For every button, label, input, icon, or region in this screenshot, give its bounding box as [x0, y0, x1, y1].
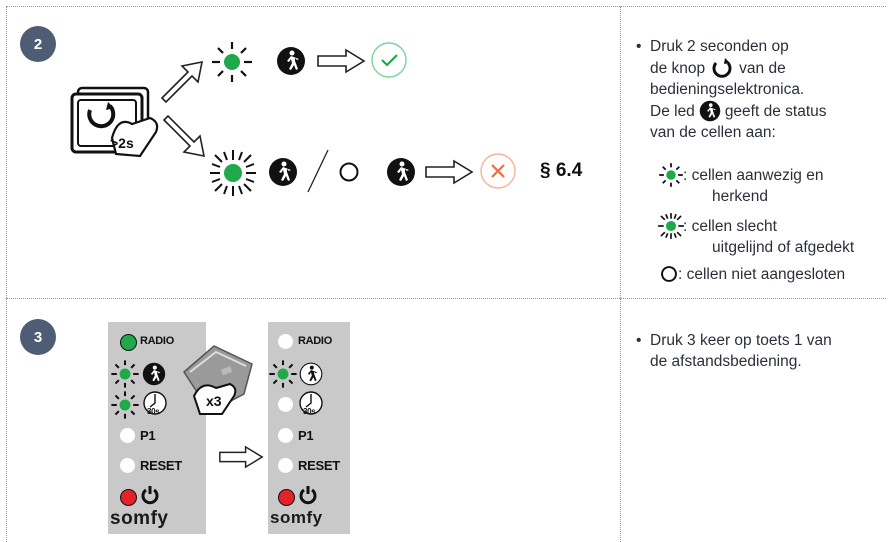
step-number-badge: 3 [20, 319, 56, 355]
step-divider [6, 298, 886, 299]
instruction-line: Druk 2 seconden op [650, 38, 789, 55]
step3-instruction: • Druk 3 keer op toets 1 van de afstands… [636, 330, 885, 372]
section-reference: § 6.4 [540, 160, 583, 181]
left-border [6, 6, 7, 542]
led-p1 [278, 428, 293, 443]
legend-line: : cellen niet aangesloten [678, 266, 846, 283]
pedestrian-icon [269, 158, 297, 186]
top-divider [6, 6, 886, 7]
pedestrian-icon [277, 47, 305, 75]
legend-text: : cellen niet aangesloten [678, 264, 845, 285]
label-p1: P1 [140, 428, 156, 443]
legend-line: : cellen slecht [683, 218, 777, 235]
pedestrian-icon [142, 362, 166, 386]
led-off-icon [339, 162, 359, 182]
remote-control-illustration [183, 345, 253, 415]
led-radio [120, 334, 137, 351]
timer-icon [143, 391, 167, 415]
power-icon [141, 486, 159, 505]
control-button-icon [712, 58, 732, 78]
arrow-right-icon [317, 48, 366, 74]
instruction-line: de knop van de [650, 57, 885, 79]
instruction-text: De led [650, 102, 695, 120]
label-reset: RESET [140, 458, 182, 473]
led-timer [278, 397, 293, 412]
led-radio [278, 334, 293, 349]
led-power [278, 489, 295, 506]
instruction-text: van de [739, 59, 786, 77]
led-blinking-fast-icon [210, 150, 256, 196]
pedestrian-icon [699, 100, 721, 122]
step2-instruction: • Druk 2 seconden op de knop van de bedi… [636, 36, 885, 143]
instruction-line: De led geeft de status [650, 100, 885, 122]
press-count-badge: x3 [206, 393, 222, 409]
instruction-line: Druk 3 keer op toets 1 van [650, 332, 832, 349]
instruction-text: de knop [650, 59, 706, 77]
instruction-line: de afstandsbediening. [650, 353, 802, 370]
pedestrian-icon [299, 362, 323, 386]
column-divider-step2 [620, 6, 621, 298]
hold-duration-badge: >2s [110, 135, 134, 151]
instruction-line: van de cellen aan: [650, 124, 776, 141]
bullet: • [636, 332, 642, 349]
arrow-down-right-icon [162, 114, 206, 158]
arrow-up-right-icon [160, 60, 204, 104]
legend-line: : cellen aanwezig en [683, 167, 824, 184]
label-reset: RESET [298, 458, 340, 473]
step-number-badge: 2 [20, 26, 56, 62]
label-timer: 30s [147, 407, 160, 416]
column-divider-step3 [620, 298, 621, 542]
label-radio: RADIO [140, 335, 174, 347]
control-panel-before: RADIO 30s P1 RESET somfy [108, 322, 206, 534]
label-radio: RADIO [298, 335, 332, 347]
led-blinking-slow-icon [269, 360, 297, 388]
instruction-text: geeft de status [724, 102, 827, 120]
control-panel-after: RADIO 30s P1 RESET somfy [268, 322, 350, 534]
bullet: • [636, 38, 642, 55]
brand-logo: somfy [110, 508, 169, 529]
legend-line: herkend [712, 188, 769, 205]
arrow-right-icon [219, 445, 264, 469]
instruction-line: bedieningselektronica. [650, 81, 805, 98]
led-blinking-fast-icon [658, 213, 684, 239]
label-p1: P1 [298, 428, 314, 443]
led-reset [278, 458, 293, 473]
led-blinking-slow-icon [111, 360, 139, 388]
check-ok-icon [371, 42, 407, 78]
led-p1 [120, 428, 135, 443]
led-off-icon [661, 266, 677, 282]
legend-line: uitgelijnd of afgedekt [712, 239, 855, 256]
legend-text: : cellen slecht uitgelijnd of afgedekt [683, 216, 854, 258]
legend-text: : cellen aanwezig en herkend [683, 165, 823, 207]
error-cross-icon [480, 153, 516, 189]
led-blinking-slow-icon [212, 42, 252, 82]
arrow-right-icon [425, 159, 474, 185]
or-slash-divider [307, 149, 329, 193]
pedestrian-icon [387, 158, 415, 186]
brand-logo: somfy [270, 508, 323, 527]
control-button-illustration [68, 84, 168, 164]
led-reset [120, 458, 135, 473]
led-blinking-slow-icon [111, 391, 139, 419]
label-timer: 30s [303, 407, 316, 416]
led-power [120, 489, 137, 506]
led-blinking-slow-icon [659, 163, 683, 187]
timer-icon [299, 391, 323, 415]
power-icon [299, 486, 317, 505]
